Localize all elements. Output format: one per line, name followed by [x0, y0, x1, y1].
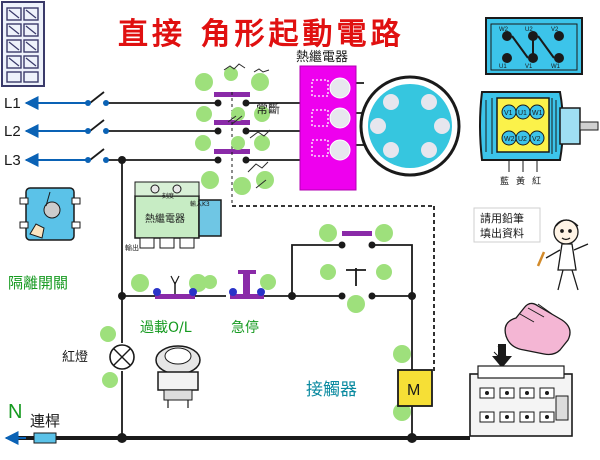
terminal-label-0: V1 [504, 110, 513, 117]
estop-button [229, 270, 265, 299]
motor-color-red: 紅 [532, 176, 541, 187]
terminal-box-label-3: U1 [499, 64, 507, 70]
terminal-box-label-1: U2 [525, 27, 533, 33]
relay-terminals [329, 77, 351, 161]
relay-title: 熱繼電器 [296, 50, 348, 65]
red-lamp-symbol [109, 344, 135, 370]
handwriting-marks [223, 63, 271, 189]
latch-contact [118, 156, 416, 300]
terminal-box-label-5: W1 [551, 64, 561, 70]
contactor-label: 接觸器 [306, 380, 357, 400]
relay-device-bottom: 輸出 [125, 243, 139, 252]
line-label-l3: L3 [4, 152, 21, 169]
pilot-lamp-device [155, 345, 201, 408]
terminal-label-4: U2 [518, 136, 527, 143]
normally-closed-label: 常斷 [256, 102, 280, 116]
relay-device-face: 熱繼電器 [145, 212, 185, 225]
neutral-bus [4, 431, 470, 445]
thermal-relay-device: 熱繼電器 刻度 輸入K3 輸出 [125, 181, 222, 252]
contactor-coil [397, 369, 433, 407]
motor-color-blue: 藍 [500, 175, 509, 187]
estop-label: 急停 [231, 319, 259, 336]
control-wiring [121, 160, 435, 438]
green-dots-top [195, 67, 274, 195]
isolator-switch-icon [19, 187, 81, 241]
line-label-l2: L2 [4, 123, 21, 140]
line-label-l1: L1 [4, 95, 21, 112]
instruction-box [473, 207, 541, 243]
lamp-label: 紅燈 [62, 350, 88, 365]
terminal-box-label-4: V1 [525, 64, 533, 70]
motor-body: V1 U1 W1 W2 U2 V2 藍 黃 紅 [479, 91, 599, 187]
terminal-box-label-0: W2 [499, 27, 509, 33]
overload-contact [153, 275, 197, 299]
overload-label: 過載O/L [140, 320, 192, 336]
terminal-label-3: W2 [504, 136, 515, 143]
terminal-box-label-2: V2 [551, 27, 559, 33]
terminal-block-icon [1, 1, 45, 87]
relay-device-sub2: 輸入K3 [190, 200, 210, 208]
isolator-label: 隔離開關 [8, 274, 68, 292]
contactor-device [469, 365, 573, 437]
instruction-line-1: 請用鉛筆 [480, 211, 524, 225]
neutral-label: N [8, 401, 22, 423]
green-dots-control [100, 224, 411, 421]
press-arrow-icon [492, 344, 512, 368]
coil-label: M [407, 382, 420, 399]
motor-icon [359, 75, 461, 177]
child-illustration [536, 219, 589, 291]
neutral-rod-label: 連桿 [30, 412, 60, 430]
terminal-box: W2 U2 V2 U1 V1 W1 [485, 17, 583, 75]
page-title: 直接 角形起動電路 [118, 17, 404, 52]
terminal-label-1: U1 [518, 110, 527, 117]
terminal-label-5: V2 [532, 136, 541, 143]
instruction-line-2: 填出資料 [480, 226, 524, 240]
terminal-label-2: W1 [532, 110, 543, 117]
relay-device-sub1: 刻度 [162, 192, 174, 200]
motor-color-yellow: 黃 [516, 175, 525, 187]
